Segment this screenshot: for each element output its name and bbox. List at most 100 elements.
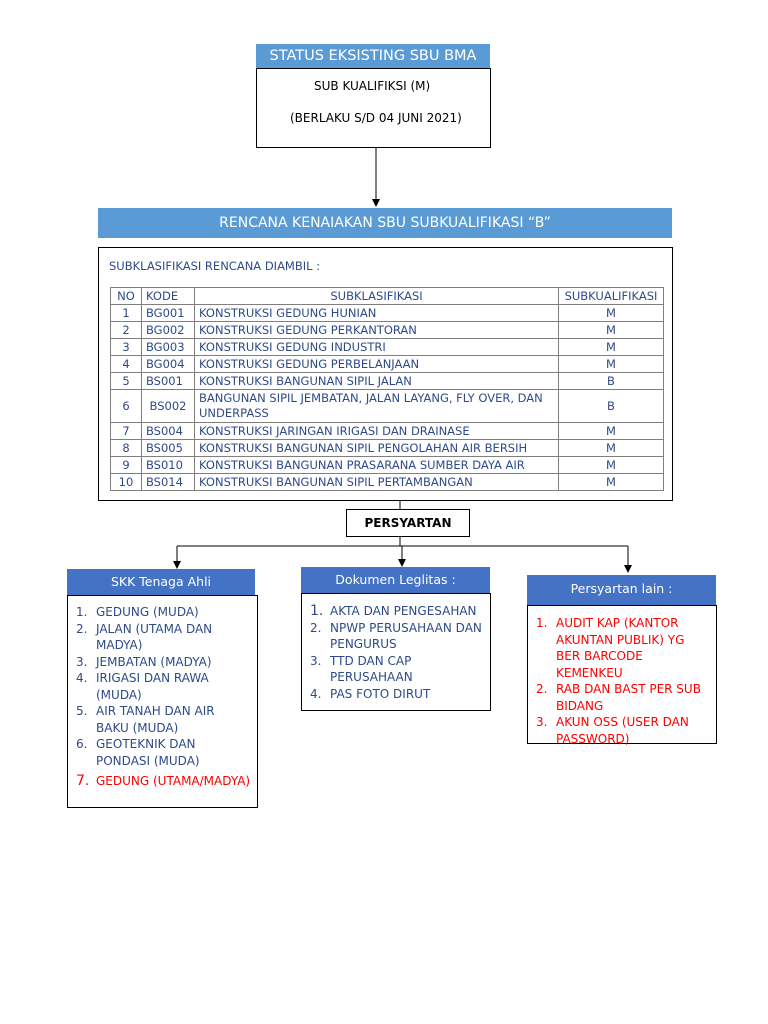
list-item-number: 1.	[76, 605, 88, 619]
cell-no: 6	[110, 389, 142, 423]
cell-kode: BS010	[141, 456, 195, 474]
table-header-row: NO KODE SUBKLASIFIKASI SUBKUALIFIKASI	[110, 287, 664, 305]
list-item-number: 4.	[76, 671, 88, 685]
cell-no: 9	[110, 456, 142, 474]
list-item: 3. JEMBATAN (MADYA)	[76, 654, 251, 671]
cell-no: 2	[110, 321, 142, 339]
list-item: 6. GEOTEKNIK DAN PONDASI (MUDA)	[76, 736, 251, 769]
list-item-text: RAB DAN BAST PER SUB BIDANG	[556, 682, 701, 713]
dokumen-title-text: Dokumen Leglitas :	[335, 572, 456, 587]
cell-subkualifikasi: M	[558, 422, 664, 440]
list-item-text: JEMBATAN (MADYA)	[96, 654, 212, 669]
plan-title-text: RENCANA KENAIAKAN SBU SUBKUALIFIKASI “B”	[219, 215, 551, 231]
skk-title-text: SKK Tenaga Ahli	[110, 574, 212, 589]
cell-subkualifikasi: B	[558, 372, 664, 390]
cell-kode: BS004	[141, 422, 195, 440]
cell-subkualifikasi: M	[558, 456, 664, 474]
cell-kode: BG004	[141, 355, 195, 373]
cell-no: 10	[110, 473, 142, 491]
cell-subklasifikasi: KONSTRUKSI BANGUNAN SIPIL PENGOLAHAN AIR…	[194, 439, 559, 457]
cell-no: 7	[110, 422, 142, 440]
cell-no: 4	[110, 355, 142, 373]
list-item: 5. AIR TANAH DAN AIR BAKU (MUDA)	[76, 703, 251, 736]
cell-subklasifikasi: KONSTRUKSI GEDUNG HUNIAN	[194, 304, 559, 322]
list-item-text: GEDUNG (UTAMA/MADYA)	[96, 774, 251, 788]
list-item-text: JALAN (UTAMA DAN MADYA)	[96, 621, 213, 653]
lain-list: 1.AUDIT KAP (KANTOR AKUNTAN PUBLIK) YG B…	[536, 615, 710, 747]
cell-subkualifikasi: B	[558, 389, 664, 423]
list-item-number: 3.	[536, 715, 548, 729]
cell-subkualifikasi: M	[558, 304, 664, 322]
skk-title: SKK Tenaga Ahli	[67, 569, 255, 595]
header-subkualifikasi: SUBKUALIFIKASI	[558, 287, 664, 305]
cell-no: 5	[110, 372, 142, 390]
cell-subklasifikasi: KONSTRUKSI GEDUNG PERKANTORAN	[194, 321, 559, 339]
cell-kode: BS005	[141, 439, 195, 457]
persyartan-box: PERSYARTAN	[346, 509, 470, 537]
list-item-text: AKUN OSS (USER DAN PASSWORD)	[556, 715, 689, 746]
cell-subklasifikasi: KONSTRUKSI BANGUNAN PRASARANA SUMBER DAY…	[194, 456, 559, 474]
header-no: NO	[110, 287, 142, 305]
cell-subkualifikasi: M	[558, 338, 664, 356]
cell-kode: BS002	[141, 389, 195, 423]
header-kode: KODE	[141, 287, 195, 305]
cell-subklasifikasi: KONSTRUKSI JARINGAN IRIGASI DAN DRAINASE	[194, 422, 559, 440]
list-item-number: 6.	[76, 737, 88, 751]
plan-title: RENCANA KENAIAKAN SBU SUBKUALIFIKASI “B”	[98, 208, 672, 238]
list-item-number: 7.	[76, 773, 90, 789]
list-item: 4.PAS FOTO DIRUT	[310, 686, 484, 703]
list-item: 1.AUDIT KAP (KANTOR AKUNTAN PUBLIK) YG B…	[536, 615, 710, 681]
list-item-text: GEDUNG (MUDA)	[96, 605, 199, 619]
cell-subklasifikasi: BANGUNAN SIPIL JEMBATAN, JALAN LAYANG, F…	[194, 389, 559, 423]
list-item-text: NPWP PERUSAHAAN DAN PENGURUS	[330, 620, 482, 652]
list-item-number: 2.	[310, 620, 322, 635]
lain-title: Persyartan lain :	[527, 575, 716, 605]
cell-kode: BS014	[141, 473, 195, 491]
cell-kode: BG003	[141, 338, 195, 356]
plan-intro: SUBKLASIFIKASI RENCANA DIAMBIL :	[109, 259, 321, 273]
list-item: 3. AKUN OSS (USER DAN PASSWORD)	[536, 714, 710, 747]
lain-box: 1.AUDIT KAP (KANTOR AKUNTAN PUBLIK) YG B…	[527, 605, 717, 747]
list-item: 1. GEDUNG (MUDA)	[76, 604, 251, 621]
list-item-number: 5.	[76, 704, 88, 718]
status-title: STATUS EKSISTING SBU BMA	[256, 44, 490, 69]
status-box: SUB KUALIFIKSI (M) (BERLAKU S/D 04 JUNI …	[256, 68, 491, 148]
dokumen-box: 1. AKTA DAN PENGESAHAN 2. NPWP PERUSAHAAN D…	[301, 593, 491, 711]
cell-kode: BG001	[141, 304, 195, 322]
list-item: 1. AKTA DAN PENGESAHAN	[310, 603, 484, 620]
status-line-2: (BERLAKU S/D 04 JUNI 2021)	[290, 111, 462, 125]
cell-subklasifikasi: KONSTRUKSI GEDUNG INDUSTRI	[194, 338, 559, 356]
cell-subklasifikasi: KONSTRUKSI BANGUNAN SIPIL JALAN	[194, 372, 559, 390]
lain-title-text: Persyartan lain :	[570, 581, 673, 596]
skk-box: 1. GEDUNG (MUDA) 2. JALAN (UTAMA DAN MADYA)…	[67, 595, 258, 808]
cell-kode: BS001	[141, 372, 195, 390]
persyartan-label: PERSYARTAN	[364, 516, 452, 530]
list-item-number: 1.	[310, 603, 324, 619]
list-item-text: AIR TANAH DAN AIR BAKU (MUDA)	[96, 704, 215, 735]
list-item-text: PAS FOTO DIRUT	[330, 686, 431, 701]
cell-no: 1	[110, 304, 142, 322]
list-item-text: AKTA DAN PENGESAHAN	[330, 604, 477, 618]
list-item: 4. IRIGASI DAN RAWA (MUDA)	[76, 670, 251, 703]
list-item-number: 3.	[76, 654, 88, 669]
list-item-text: GEOTEKNIK DAN PONDASI (MUDA)	[96, 737, 200, 768]
list-item-text: IRIGASI DAN RAWA (MUDA)	[96, 671, 209, 702]
status-title-text: STATUS EKSISTING SBU BMA	[269, 48, 477, 64]
cell-subkualifikasi: M	[558, 473, 664, 491]
list-item-number: 3.	[310, 653, 322, 668]
list-item-number: 2.	[536, 682, 548, 696]
cell-no: 8	[110, 439, 142, 457]
dokumen-title: Dokumen Leglitas :	[301, 567, 490, 593]
list-item-number: 2.	[76, 621, 88, 636]
